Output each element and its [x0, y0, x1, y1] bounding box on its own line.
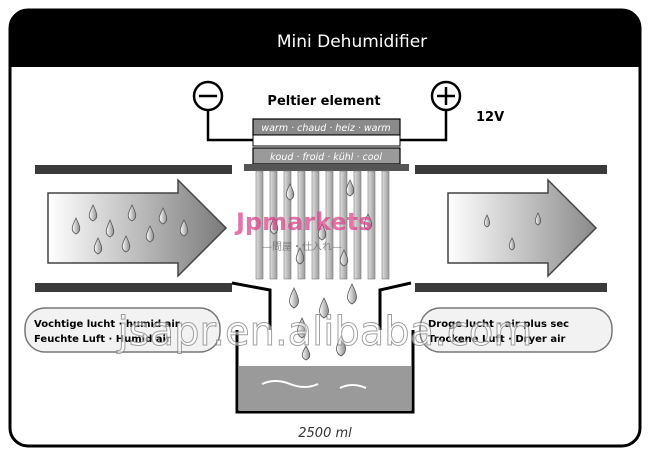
dry-air-label-line2: Trockene Luft · Dryer air	[428, 334, 566, 345]
diagram-title: Mini Dehumidifier	[277, 32, 427, 52]
funnel-right	[378, 281, 412, 330]
humid-air-droplets	[71, 204, 189, 255]
duct-bottom-left	[35, 283, 232, 292]
logo-subtext: —問屋・仕入れ—	[262, 240, 342, 253]
heat-sink-fins	[255, 170, 390, 280]
cool-plate-label: koud · froid · kühl · cool	[270, 152, 382, 163]
water-level	[239, 366, 411, 411]
voltage-label: 12V	[476, 110, 504, 125]
negative-wire	[206, 110, 253, 142]
water-tank	[235, 330, 415, 414]
funnel-left	[231, 281, 272, 330]
logo-text: Jpmarkets	[234, 208, 373, 236]
minus-circle-icon	[192, 80, 224, 112]
dry-air-label-line1: Droge lucht · air plus sec	[428, 319, 569, 330]
fin-droplets	[269, 179, 373, 267]
marketplace-logo: Jpmarkets —問屋・仕入れ—	[234, 208, 373, 253]
water-wave-left	[261, 380, 319, 388]
peltier-core	[252, 134, 401, 147]
capacity-label: 2500 ml	[298, 426, 352, 441]
humid-air-label-line2: Feuchte Luft · Humid air	[34, 334, 171, 345]
humid-air-label-box	[24, 307, 221, 353]
plus-circle-icon	[430, 80, 462, 112]
humid-air-label-line1: Vochtige lucht · humid air	[34, 319, 180, 330]
dry-air-arrow	[447, 178, 598, 278]
duct-top-right	[415, 165, 607, 174]
header-bar	[10, 10, 640, 67]
duct-bottom-right	[415, 283, 607, 292]
peltier-label: Peltier element	[267, 94, 380, 109]
heat-sink-base	[244, 164, 409, 171]
positive-wire	[400, 110, 448, 142]
water-wave-right	[339, 384, 367, 389]
duct-top-left	[35, 165, 232, 174]
dry-air-droplets	[483, 212, 542, 251]
dry-air-label-box	[419, 307, 613, 353]
warm-plate-label: warm · chaud · heiz · warm	[261, 123, 390, 134]
site-watermark: jsapr.en.alibaba.com	[117, 309, 533, 355]
falling-droplets	[289, 283, 357, 361]
humid-air-arrow	[47, 178, 228, 278]
